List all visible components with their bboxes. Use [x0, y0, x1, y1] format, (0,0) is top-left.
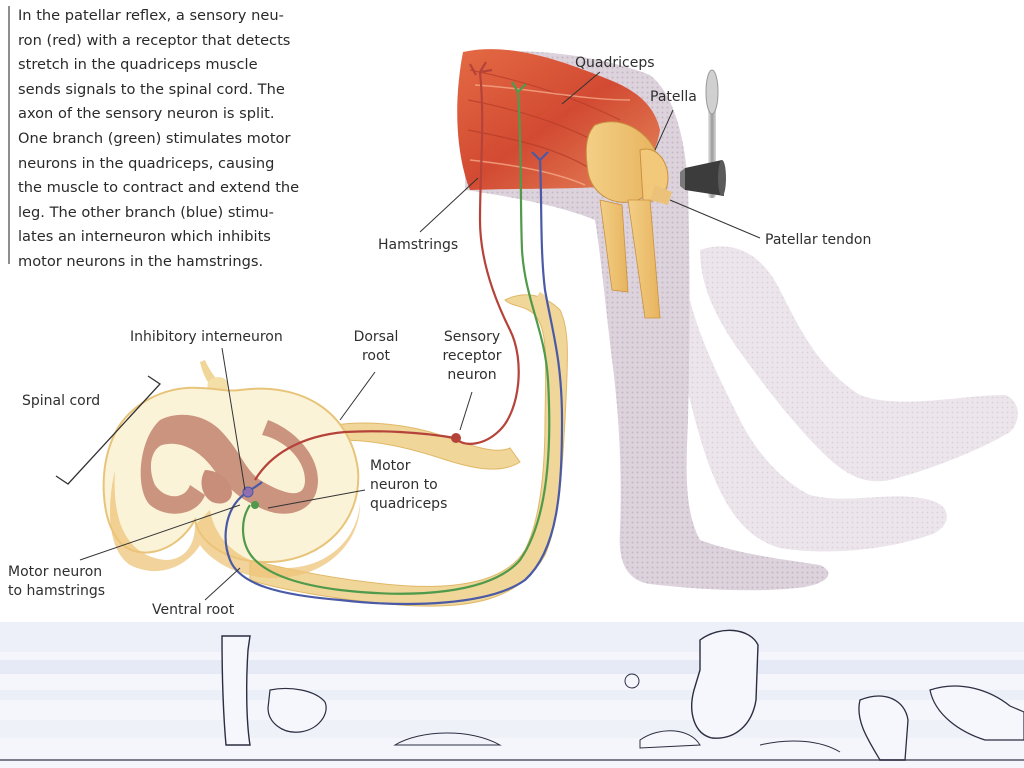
caption-line: motor neurons in the hamstrings.	[18, 252, 264, 270]
label-patella: Patella	[650, 89, 697, 105]
sensory-cell-body	[451, 433, 461, 443]
label-motor-quad-line: quadriceps	[370, 496, 448, 512]
label-sensory-receptor-neuron: Sensory receptor neuron	[432, 328, 512, 385]
label-sensory-line: receptor	[442, 348, 502, 364]
label-motor-ham-line: Motor neuron	[8, 564, 103, 580]
label-motor-ham-line: to hamstrings	[8, 583, 106, 599]
caption-line: neurons in the quadriceps, causing	[18, 154, 275, 172]
caption-line: stretch in the quadriceps muscle	[18, 56, 258, 74]
label-motor-quad-line: neuron to	[370, 477, 438, 493]
caption-line: the muscle to contract and extend the	[18, 179, 300, 197]
caption-line: sends signals to the spinal cord. The	[18, 80, 285, 98]
caption-rule	[8, 6, 10, 264]
caption-line: One branch (green) stimulates motor	[18, 129, 291, 147]
motor-neuron-hamstrings-blue	[224, 151, 564, 606]
caption-line: leg. The other branch (blue) stimu-	[18, 203, 274, 221]
label-motor-neuron-quadriceps: Motor neuron to quadriceps	[370, 457, 447, 514]
caption-line: ron (red) with a receptor that detects	[18, 31, 291, 49]
sensory-neuron-red	[254, 61, 520, 481]
caption-line: axon of the sensory neuron is split.	[18, 105, 275, 123]
decorative-bottom-band	[0, 622, 1024, 768]
interneuron-synapse	[242, 486, 254, 498]
label-hamstrings: Hamstrings	[378, 237, 459, 253]
reflex-hammer	[680, 69, 726, 198]
spinal-cord-section	[102, 360, 361, 579]
label-dorsal-root-line: root	[361, 348, 391, 364]
knee-joint	[585, 121, 672, 319]
leg-swing-ghost	[680, 246, 1018, 552]
label-motor-quad-line: Motor	[370, 458, 411, 474]
label-patellar-tendon: Patellar tendon	[765, 232, 872, 248]
spinal-cord-bracket	[55, 375, 161, 485]
caption-line: lates an interneuron which inhibits	[18, 228, 271, 246]
label-dorsal-root-line: Dorsal	[353, 329, 399, 345]
label-spinal-cord: Spinal cord	[22, 393, 101, 409]
motor-neuron-quadriceps-green	[241, 81, 551, 595]
label-sensory-line: Sensory	[443, 329, 501, 345]
figure-caption: In the patellar reflex, a sensory neu- r…	[18, 4, 318, 275]
motor-synapse	[251, 501, 259, 509]
caption-line: In the patellar reflex, a sensory neu-	[18, 7, 284, 24]
label-inhibitory-interneuron: Inhibitory interneuron	[130, 329, 283, 345]
leader-lines	[79, 71, 761, 601]
label-quadriceps: Quadriceps	[575, 55, 655, 71]
label-motor-neuron-hamstrings: Motor neuron to hamstrings	[8, 563, 105, 601]
label-sensory-line: neuron	[447, 367, 497, 383]
label-ventral-root: Ventral root	[152, 602, 235, 618]
label-dorsal-root: Dorsal root	[346, 328, 406, 366]
